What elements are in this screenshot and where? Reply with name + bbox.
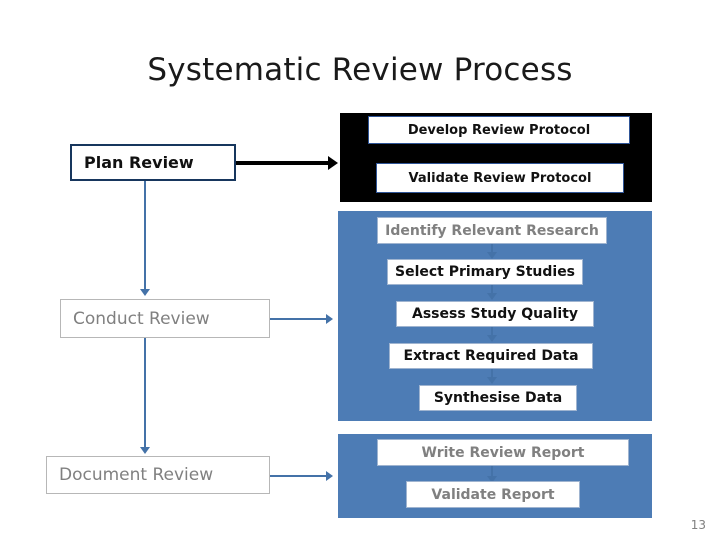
step-validate-report[interactable]: Validate Report xyxy=(406,481,580,508)
step-validate-review-protocol[interactable]: Validate Review Protocol xyxy=(376,163,624,193)
connector-plan-to-conduct xyxy=(144,181,146,289)
connector-document-to-band-arrow xyxy=(326,471,333,481)
connector-conduct-1 xyxy=(491,244,493,253)
step-label: Extract Required Data xyxy=(403,348,579,364)
stage-conduct-review[interactable]: Conduct Review xyxy=(60,299,270,338)
connector-conduct-1-arrow xyxy=(487,252,497,259)
step-assess-study-quality[interactable]: Assess Study Quality xyxy=(396,301,594,327)
stage-label: Document Review xyxy=(59,465,214,485)
step-label: Assess Study Quality xyxy=(411,306,579,322)
connector-document-1-arrow xyxy=(487,476,497,483)
step-label: Validate Report xyxy=(431,486,555,503)
step-develop-review-protocol[interactable]: Develop Review Protocol xyxy=(368,116,630,144)
connector-plan-to-conduct-arrow xyxy=(140,289,150,296)
stage-label: Conduct Review xyxy=(73,308,210,329)
step-select-primary-studies[interactable]: Select Primary Studies xyxy=(387,259,583,285)
page-title: Systematic Review Process xyxy=(147,52,573,88)
stage-label: Plan Review xyxy=(84,153,194,172)
step-label: Identify Relevant Research xyxy=(385,222,599,239)
step-synthesise-data[interactable]: Synthesise Data xyxy=(419,385,577,411)
connector-conduct-to-document-arrow xyxy=(140,447,150,454)
step-label: Select Primary Studies xyxy=(394,264,576,280)
connector-conduct-4 xyxy=(491,369,493,378)
connector-conduct-2 xyxy=(491,285,493,294)
connector-conduct-3-arrow xyxy=(487,335,497,342)
connector-plan-arrow xyxy=(492,157,504,166)
step-label: Validate Review Protocol xyxy=(408,170,592,186)
connector-conduct-4-arrow xyxy=(487,377,497,384)
step-write-review-report[interactable]: Write Review Report xyxy=(377,439,629,466)
connector-conduct-to-band xyxy=(270,318,326,320)
step-label: Write Review Report xyxy=(421,444,585,461)
connector-conduct-2-arrow xyxy=(487,293,497,300)
connector-document-1 xyxy=(491,466,493,477)
connector-conduct-3 xyxy=(491,327,493,336)
connector-document-to-band xyxy=(270,475,326,477)
step-identify-relevant-research[interactable]: Identify Relevant Research xyxy=(377,217,607,244)
page-number: 13 xyxy=(690,518,706,532)
connector-plan-to-band-arrow xyxy=(328,156,338,170)
step-label: Develop Review Protocol xyxy=(407,122,591,138)
connector-plan-vertical xyxy=(497,144,500,158)
connector-plan-to-band xyxy=(236,161,328,165)
step-extract-required-data[interactable]: Extract Required Data xyxy=(389,343,593,369)
connector-conduct-to-document xyxy=(144,338,146,448)
step-label: Synthesise Data xyxy=(433,390,563,406)
connector-conduct-to-band-arrow xyxy=(326,314,333,324)
stage-document-review[interactable]: Document Review xyxy=(46,456,270,494)
stage-plan-review[interactable]: Plan Review xyxy=(70,144,236,181)
